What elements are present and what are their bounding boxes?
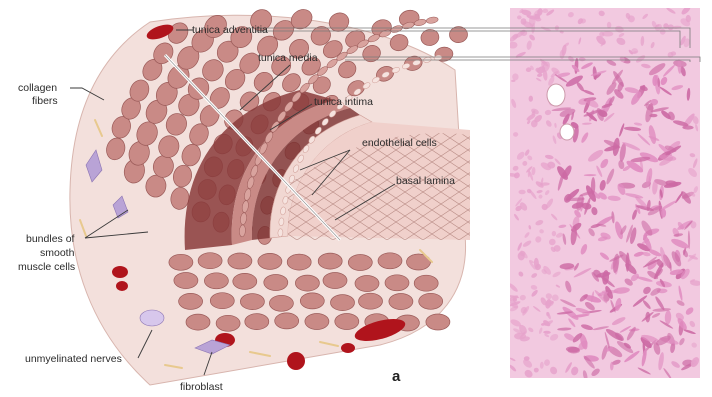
smooth-muscle-bundle — [359, 293, 383, 309]
label-collagen-line1: collagen — [18, 82, 57, 94]
label-tunica-intima: tunica intima — [314, 96, 373, 108]
smooth-muscle-bundle — [323, 273, 347, 289]
smooth-muscle-bundle — [216, 315, 240, 331]
smooth-muscle-bundle — [275, 313, 299, 329]
smooth-muscle-bundle — [264, 275, 288, 291]
smooth-muscle-bundle — [169, 254, 193, 270]
smooth-muscle-bundle — [269, 295, 293, 311]
smooth-muscle-bundle — [335, 314, 359, 330]
smooth-muscle-bundle — [331, 295, 355, 311]
smooth-muscle-bundle — [389, 294, 413, 310]
smooth-muscle-bundle — [449, 26, 468, 43]
label-bundles-line1: bundles of — [26, 233, 75, 245]
smooth-muscle-bundle — [419, 293, 443, 309]
vasa-vasorum-3 — [116, 281, 128, 291]
label-basal-lamina: basal lamina — [396, 175, 455, 187]
media-smooth-muscle-cell — [426, 16, 439, 24]
smooth-muscle-bundle — [287, 254, 311, 270]
intima-cell — [278, 229, 284, 237]
vasa-vasorum-2 — [112, 266, 128, 278]
smooth-muscle-bundle — [355, 276, 379, 292]
label-tunica-adventitia: tunica adventitia — [192, 24, 268, 36]
smooth-muscle-bundle — [179, 293, 203, 309]
smooth-muscle-bundle — [414, 275, 438, 291]
smooth-muscle-bundle — [378, 253, 402, 269]
label-collagen-line2: fibers — [32, 95, 58, 107]
label-bundles-line3: muscle cells — [18, 261, 75, 273]
media-smooth-muscle-cell — [390, 24, 403, 34]
smooth-muscle-bundle — [426, 314, 450, 330]
histology-texture-cell — [518, 190, 525, 195]
label-tunica-media: tunica media — [258, 52, 318, 64]
smooth-muscle-bundle — [210, 293, 234, 309]
smooth-muscle-bundle — [348, 255, 372, 271]
smooth-muscle-bundle — [245, 314, 269, 330]
panel-letter: a — [392, 368, 401, 385]
histology-texture-cell — [602, 31, 613, 36]
smooth-muscle-bundle — [240, 294, 264, 310]
smooth-muscle-bundle — [258, 253, 282, 269]
smooth-muscle-bundle — [233, 273, 257, 289]
smooth-muscle-bundle — [204, 273, 228, 289]
unmyelinated-nerve-bundle — [140, 310, 164, 326]
label-unmyelinated-nerves: unmyelinated nerves — [25, 353, 122, 365]
micrograph-vessel-2 — [560, 124, 574, 140]
smooth-muscle-bundle — [198, 253, 222, 269]
label-fibroblast: fibroblast — [180, 381, 223, 393]
smooth-muscle-bundle — [300, 293, 324, 309]
vasa-vasorum-5 — [287, 352, 305, 370]
smooth-muscle-bundle — [295, 275, 319, 291]
histology-micrograph — [507, 4, 702, 381]
smooth-muscle-bundle — [385, 275, 409, 291]
smooth-muscle-bundle — [186, 314, 210, 330]
smooth-muscle-bundle — [318, 253, 342, 269]
smooth-muscle-bundle — [174, 273, 198, 289]
label-bundles-line2: smooth — [40, 247, 75, 259]
smooth-muscle-bundle — [228, 253, 252, 269]
micrograph-vessel-1 — [547, 84, 565, 106]
vasa-vasorum-7 — [341, 343, 355, 353]
label-endothelial-cells: endothelial cells — [362, 137, 437, 149]
smooth-muscle-bundle — [305, 314, 329, 330]
